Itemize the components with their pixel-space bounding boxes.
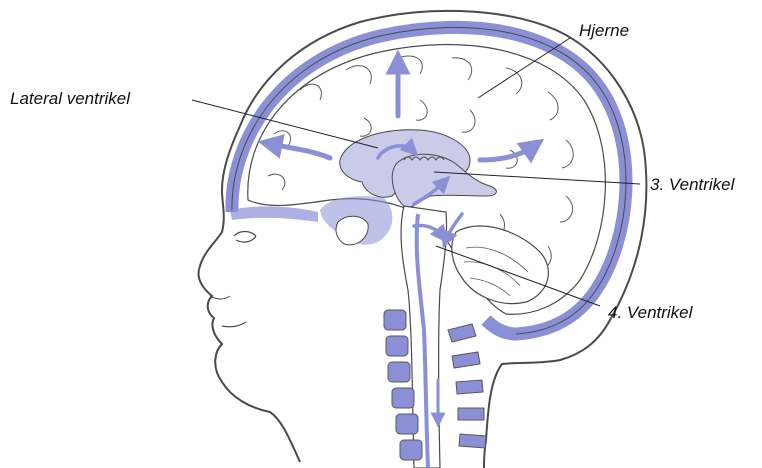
- label-fourth-ventricle: 4. Ventrikel: [608, 304, 692, 321]
- label-lateral-ventricle: Lateral ventrikel: [10, 90, 130, 107]
- label-brain: Hjerne: [579, 22, 629, 39]
- label-third-ventricle: 3. Ventrikel: [650, 176, 734, 193]
